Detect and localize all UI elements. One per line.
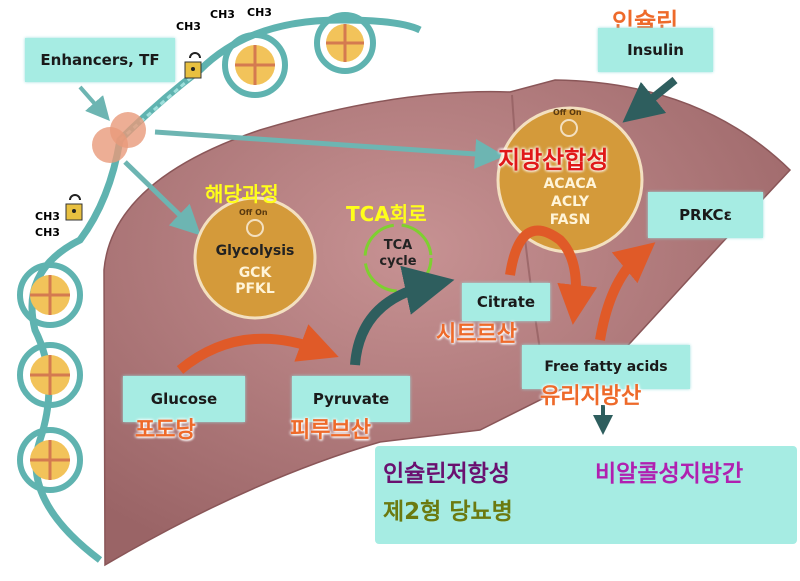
citrate-korean-label: 시트르산 [436, 322, 517, 347]
switch-label: Off On [239, 208, 268, 217]
enhancer-complex [92, 112, 146, 163]
pyruvate-box: Pyruvate [292, 376, 410, 422]
glycolysis-circle [193, 196, 317, 320]
methyl-label: CH3 [210, 8, 235, 21]
lipogenesis-gene: ACLY [551, 194, 589, 210]
tca-title: cycle [379, 254, 417, 269]
enhancers-tf-box: Enhancers, TF [25, 38, 175, 82]
free-fatty-acids-box: Free fatty acids [522, 345, 690, 389]
glycolysis-korean-label: 해당과정 [205, 182, 279, 206]
tca-cycle-ring [363, 223, 433, 293]
outcomes-box: 인슐린저항성 비알콜성지방간 제2형 당뇨병 [375, 446, 797, 544]
ffa-korean-label: 유리지방산 [540, 384, 642, 409]
lock-icon [65, 194, 83, 221]
tca-korean-label: TCA회로 [346, 202, 427, 226]
nucleosomes [17, 12, 376, 493]
nafld-label: 비알콜성지방간 [595, 461, 744, 487]
lipogenesis-gene: ACACA [543, 176, 597, 192]
switch-label: Off On [553, 108, 582, 117]
citrate-box: Citrate [462, 283, 550, 321]
methyl-label: CH3 [35, 226, 60, 239]
chromatin-strand [28, 16, 422, 563]
methyl-label: CH3 [176, 20, 201, 33]
tca-title: TCA [383, 238, 413, 253]
glycolysis-gene: GCK [238, 265, 272, 281]
lock-icon [184, 52, 202, 79]
methyl-label: CH3 [247, 6, 272, 19]
methyl-label: CH3 [35, 210, 60, 223]
glycolysis-gene: PFKL [235, 281, 275, 297]
lipogenesis-korean-label: 지방산합성 [498, 146, 609, 174]
insulin-resistance-label: 인슐린저항성 [383, 461, 510, 487]
pyruvate-korean-label: 피루브산 [290, 418, 371, 443]
glucose-korean-label: 포도당 [135, 418, 196, 443]
insulin-box: Insulin [598, 28, 713, 72]
prkce-box: PRKCε [648, 192, 763, 238]
type2-diabetes-label: 제2형 당뇨병 [383, 499, 513, 525]
glycolysis-title: Glycolysis [215, 243, 295, 259]
glucose-box: Glucose [123, 376, 245, 422]
lipogenesis-gene: FASN [549, 212, 591, 228]
